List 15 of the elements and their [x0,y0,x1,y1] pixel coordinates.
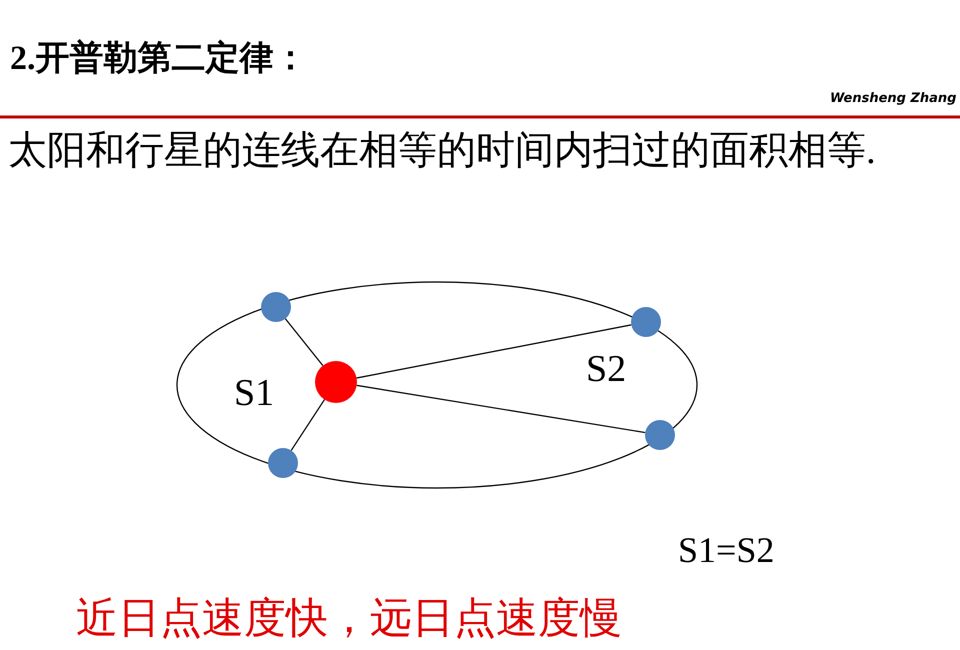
conclusion-text: 近日点速度快，远日点速度慢 [76,598,622,640]
planet-dot [268,448,298,478]
equation-text: S1=S2 [678,532,774,568]
statement-text: 太阳和行星的连线在相等的时间内扫过的面积相等. [8,131,876,170]
planet-dot [645,420,675,450]
area-label: S1 [234,374,274,412]
connecting-line [356,324,632,379]
sun-dot [315,361,357,403]
connecting-line [284,318,324,366]
connecting-line [290,399,325,451]
connecting-line [356,384,646,434]
planet-dot [261,292,291,322]
area-label: S2 [586,350,626,388]
author-name: Wensheng Zhang [830,92,956,105]
planet-dot [631,307,661,337]
